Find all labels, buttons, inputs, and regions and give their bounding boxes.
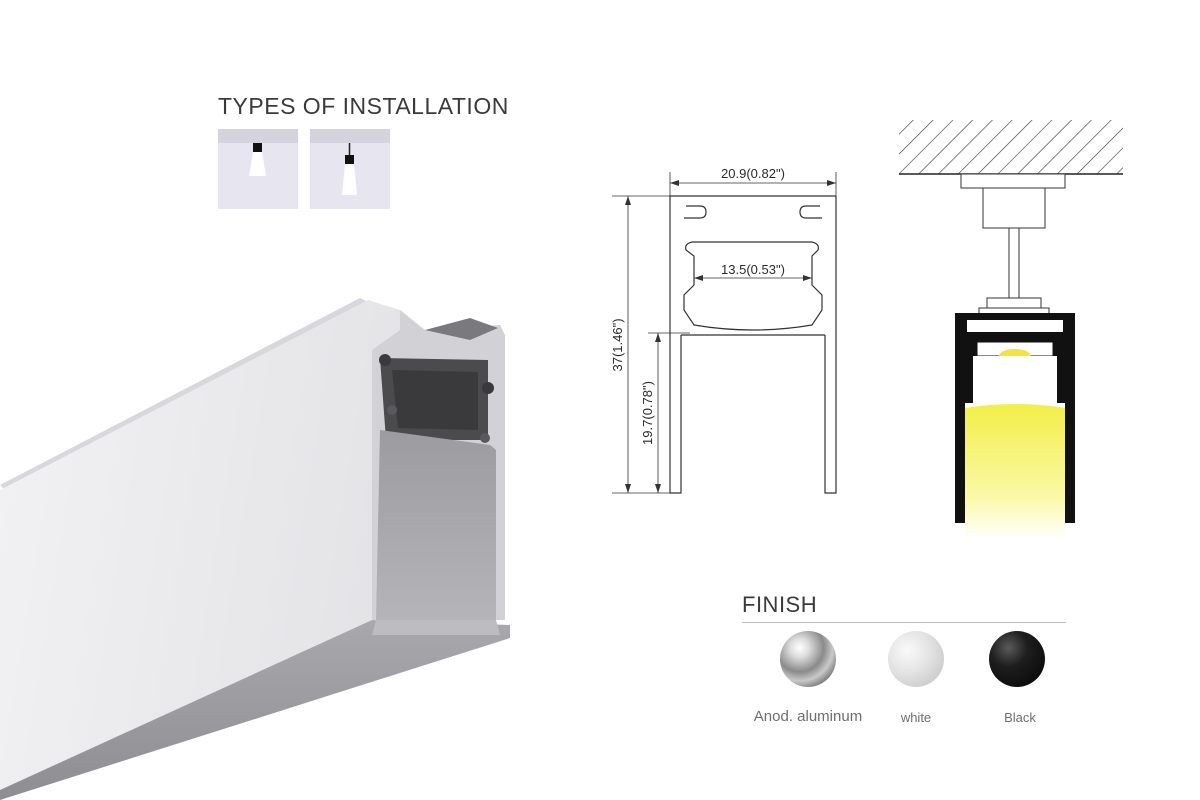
installation-title: TYPES OF INSTALLATION <box>218 93 509 119</box>
profile-3d-render <box>0 298 510 800</box>
black-label: Black <box>1004 710 1036 725</box>
anodized-aluminum-swatch[interactable] <box>780 631 836 687</box>
recessed-installation-option <box>218 129 298 209</box>
ceiling-band <box>310 129 390 143</box>
white-swatch[interactable] <box>888 631 944 687</box>
finish-divider <box>742 622 1066 623</box>
finish-title: FINISH <box>742 592 818 617</box>
lower-height-dimension-label: 19.7(0.78") <box>640 381 655 445</box>
anodized-aluminum-label: Anod. aluminum <box>753 708 863 725</box>
ceiling-band <box>218 129 298 143</box>
suspended-installation-icon <box>342 143 357 195</box>
suspended-installation-option <box>310 129 390 209</box>
height-dimension-label: 37(1.46") <box>610 318 625 371</box>
white-label: white <box>900 710 932 725</box>
recessed-installation-icon <box>249 143 266 176</box>
width-dimension-label: 20.9(0.82") <box>721 166 785 181</box>
black-swatch[interactable] <box>989 631 1045 687</box>
suspension-diagram <box>899 120 1123 538</box>
technical-drawing: 20.9(0.82") 13.5(0.53") 37(1.46") 19.7(0… <box>610 166 837 494</box>
inner-width-dimension-label: 13.5(0.53") <box>721 262 785 277</box>
